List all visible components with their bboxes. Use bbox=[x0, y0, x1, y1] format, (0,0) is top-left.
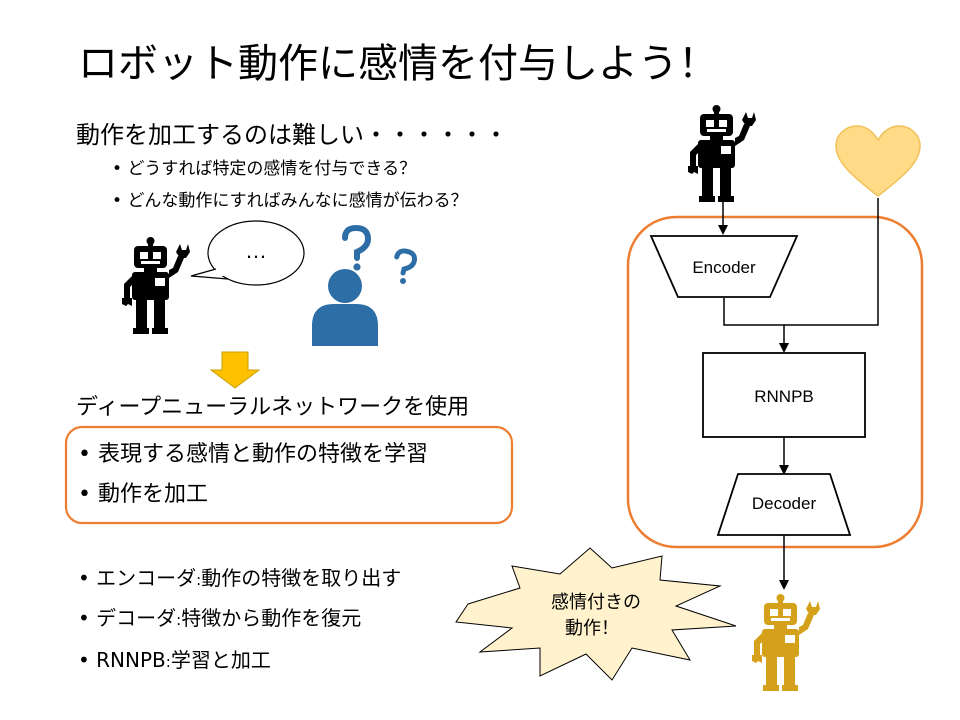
decoder-block bbox=[716, 473, 852, 536]
definition-term: デコーダ bbox=[96, 606, 177, 630]
question-mark-dot bbox=[353, 263, 361, 271]
bullet: • bbox=[78, 648, 90, 672]
box-item-text: 動作を加工 bbox=[97, 482, 208, 507]
question-text: どうすれば特定の感情を付与できる？ bbox=[127, 159, 417, 179]
bullet: • bbox=[78, 442, 91, 467]
definition-separator: : bbox=[196, 571, 202, 589]
definition-decoder: • デコーダ:特徴から動作を復元 bbox=[78, 603, 361, 635]
encoder-label: Encoder bbox=[692, 258, 756, 277]
question-item-2: • どんな動作にすればみんなに感情が伝わる？ bbox=[112, 188, 468, 214]
encoder-block bbox=[649, 235, 799, 298]
decoder-label: Decoder bbox=[752, 494, 817, 513]
starburst-text-line-1: 感情付きの bbox=[551, 592, 641, 612]
bullet: • bbox=[78, 606, 90, 630]
box-item-1: • 表現する感情と動作の特徴を学習 bbox=[78, 438, 428, 472]
speech-bubble-icon: … bbox=[190, 220, 305, 286]
box-item-text: 表現する感情と動作の特徴を学習 bbox=[97, 442, 428, 467]
person-icon bbox=[312, 269, 378, 346]
robot-icon bbox=[122, 237, 190, 334]
definition-desc: 特徴から動作を復元 bbox=[181, 606, 362, 630]
down-arrow-icon bbox=[209, 351, 261, 389]
network-container bbox=[626, 215, 924, 549]
definition-desc: 動作の特徴を取り出す bbox=[201, 566, 402, 590]
definition-rnnpb: • RNNPB:学習と加工 bbox=[78, 645, 271, 677]
question-text: どんな動作にすればみんなに感情が伝わる？ bbox=[127, 191, 468, 211]
page-title: ロボット動作に感情を付与しよう！ bbox=[78, 41, 718, 87]
rnnpb-label: RNNPB bbox=[754, 387, 814, 406]
bullet: • bbox=[78, 482, 91, 507]
definition-separator: : bbox=[176, 611, 182, 629]
definition-separator: : bbox=[165, 653, 171, 671]
question-mark-icon bbox=[342, 224, 372, 261]
question-mark-dot bbox=[400, 278, 406, 284]
connector-encoder-to-rnnpb bbox=[723, 298, 789, 353]
robot-icon bbox=[688, 105, 756, 202]
definition-encoder: • エンコーダ:動作の特徴を取り出す bbox=[78, 563, 401, 595]
heart-icon bbox=[835, 125, 921, 197]
definition-desc: 学習と加工 bbox=[170, 648, 271, 672]
question-mark-icon bbox=[394, 248, 418, 276]
definition-term: RNNPB bbox=[96, 648, 166, 672]
features-box bbox=[64, 425, 514, 525]
robot-icon bbox=[752, 594, 820, 691]
subtitle: 動作を加工するのは難しい・・・・・・ bbox=[76, 121, 508, 149]
dl-heading: ディープニューラルネットワークを使用 bbox=[76, 395, 470, 420]
starburst-text-line-2: 動作！ bbox=[565, 618, 619, 638]
definition-term: エンコーダ bbox=[96, 566, 197, 590]
box-item-2: • 動作を加工 bbox=[78, 478, 208, 512]
bullet: • bbox=[78, 566, 90, 590]
connector-heart-to-rnnpb bbox=[784, 198, 879, 326]
bullet: • bbox=[112, 159, 123, 179]
starburst-callout bbox=[455, 547, 737, 681]
bullet: • bbox=[112, 191, 123, 211]
rnnpb-block bbox=[702, 352, 866, 438]
question-item-1: • どうすれば特定の感情を付与できる？ bbox=[112, 156, 416, 182]
speech-bubble-text: … bbox=[245, 238, 267, 263]
